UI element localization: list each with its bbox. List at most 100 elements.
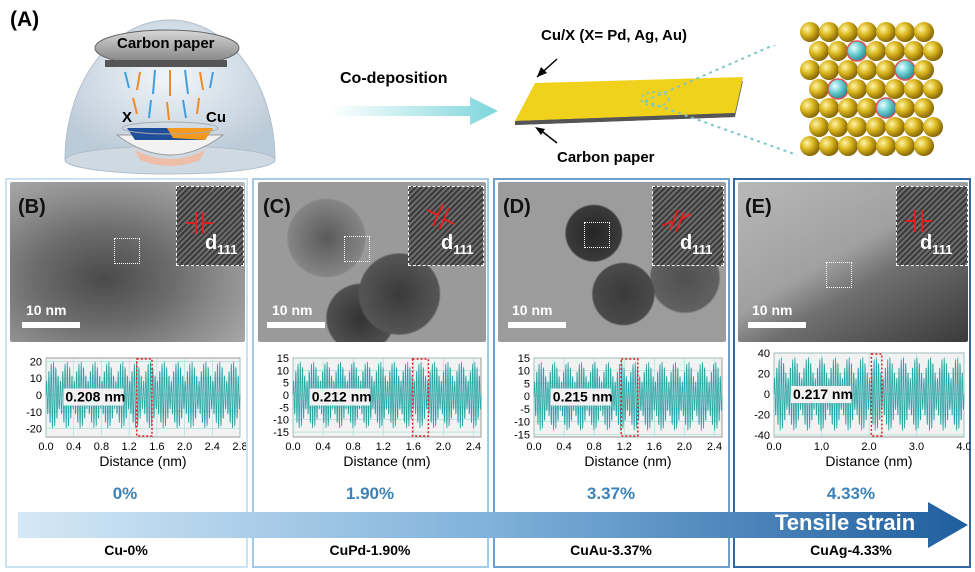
x-tick-label: 4.0	[956, 441, 970, 453]
sample-name-b: Cu-0%	[104, 542, 148, 558]
x-tick-label: 1.2	[121, 441, 136, 453]
y-tick-label: 5	[283, 378, 289, 390]
annotation-backdrop	[550, 388, 611, 406]
copper-atom	[828, 117, 848, 137]
tem-image-b	[10, 182, 245, 342]
x-tick-label: 0.0	[526, 441, 541, 453]
copper-atom	[819, 22, 839, 42]
copper-atom	[866, 117, 886, 137]
copper-atom	[895, 98, 915, 118]
highlight-box	[136, 358, 153, 437]
scale-bar-b	[22, 322, 80, 328]
copper-atom	[923, 117, 943, 137]
copper-atom	[838, 136, 858, 156]
copper-atom	[923, 41, 943, 61]
yellow-deposit-layer	[515, 77, 743, 121]
y-tick-label: -10	[26, 407, 42, 419]
copper-atom	[838, 22, 858, 42]
y-tick-label: 0	[524, 391, 530, 403]
copper-atom	[847, 79, 867, 99]
scale-label-c: 10 nm	[272, 302, 313, 318]
y-tick-label: 15	[277, 353, 289, 365]
x-tick-label: 0.4	[66, 441, 81, 453]
strain-value-b: 0%	[112, 484, 138, 503]
x-tick-label: 0.0	[766, 441, 781, 453]
copper-atom	[895, 136, 915, 156]
x-axis-label: Distance (nm)	[99, 453, 186, 469]
y-tick-label: 20	[30, 356, 42, 368]
copper-atom	[904, 79, 924, 99]
x-tick-label: 2.0	[436, 441, 451, 453]
y-tick-label: -5	[279, 402, 289, 414]
copper-atom	[857, 60, 877, 80]
copper-atom	[809, 117, 829, 137]
y-tick-label: -10	[273, 415, 289, 427]
copper-atom	[904, 117, 924, 137]
panel-d	[493, 178, 730, 568]
strain-value-c: 1.90%	[345, 484, 395, 503]
sample-name-d: CuAu-3.37%	[570, 542, 652, 558]
copper-atom	[800, 136, 820, 156]
tem-image-e	[738, 182, 968, 342]
x-tick-label: 0.0	[285, 441, 300, 453]
copper-atom	[857, 22, 877, 42]
x-tick-label: 0.4	[315, 441, 330, 453]
copper-atom	[876, 60, 896, 80]
y-tick-label: 15	[518, 353, 530, 365]
copper-atom	[904, 41, 924, 61]
y-tick-label: -10	[514, 417, 530, 429]
y-tick-label: -20	[754, 409, 770, 421]
copper-atom	[857, 98, 877, 118]
y-tick-label: 0	[283, 390, 289, 402]
x-tick-label: 0.8	[346, 441, 361, 453]
y-tick-label: -40	[754, 430, 770, 442]
y-tick-label: -15	[273, 427, 289, 439]
copper-atom	[876, 136, 896, 156]
spacing-annotation: 0.217 nm	[793, 386, 853, 402]
copper-atom	[914, 98, 934, 118]
copper-atom	[914, 136, 934, 156]
x-tick-label: 2.4	[466, 441, 481, 453]
scale-label-b: 10 nm	[26, 302, 67, 318]
copper-atom	[819, 98, 839, 118]
x-tick-label: 0.0	[38, 441, 53, 453]
tensile-strain-label: Tensile strain	[775, 510, 916, 535]
copper-atom	[800, 98, 820, 118]
y-tick-label: -15	[514, 429, 530, 441]
x-tick-label: 2.4	[205, 441, 220, 453]
dopant-atom	[827, 78, 849, 100]
spacing-annotation: 0.212 nm	[312, 389, 372, 405]
source-x-label: X	[122, 109, 133, 126]
lattice-arrows-b	[186, 212, 213, 234]
sample-name-e: CuAg-4.33%	[810, 542, 892, 558]
copper-atom	[876, 22, 896, 42]
coated-carbon-paper-illustration	[515, 45, 798, 156]
copper-atom	[857, 136, 877, 156]
y-tick-label: 0	[36, 390, 42, 402]
panel-e	[733, 178, 971, 568]
x-tick-label: 1.0	[814, 441, 829, 453]
process-label: Co-deposition	[340, 70, 448, 87]
spacing-annotation: 0.208 nm	[65, 389, 125, 405]
copper-atom	[914, 22, 934, 42]
y-tick-label: 5	[524, 378, 530, 390]
dopant-atom	[846, 40, 868, 62]
y-tick-label: 10	[518, 366, 530, 378]
panel-c	[252, 178, 489, 568]
copper-atom	[866, 41, 886, 61]
x-tick-label: 2.0	[677, 441, 692, 453]
plane-label-e: d111	[920, 232, 953, 257]
x-tick-label: 1.6	[647, 441, 662, 453]
plane-label-d: d111	[680, 232, 713, 257]
plane-label-c: d111	[441, 232, 474, 257]
copper-atom	[847, 117, 867, 137]
x-tick-label: 1.2	[617, 441, 632, 453]
x-axis-label: Distance (nm)	[825, 453, 912, 469]
panel-a-label: (A)	[10, 8, 40, 31]
deposit-label: Cu/X (X= Pd, Ag, Au)	[541, 27, 687, 44]
plane-label-b: d111	[205, 232, 238, 257]
scale-bar-e	[748, 322, 806, 328]
